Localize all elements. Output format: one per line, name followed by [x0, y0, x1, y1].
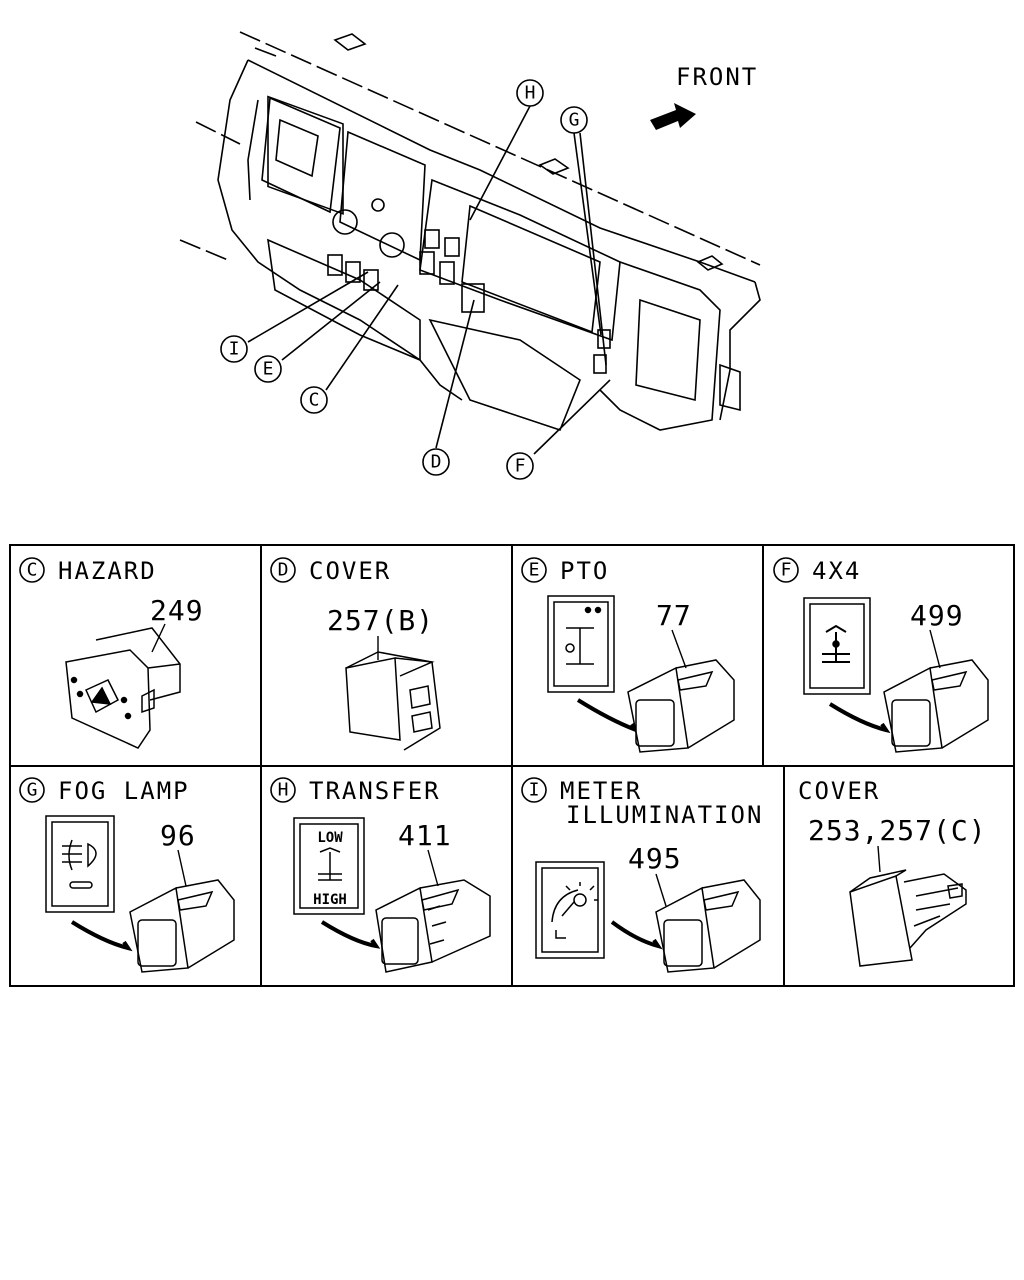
- transfer-low-label: LOW: [317, 830, 343, 846]
- panel-fog-lamp: G FOG LAMP 96: [19, 777, 235, 973]
- callout-c: C: [300, 386, 328, 414]
- four-wheel-drive-icon: [803, 597, 871, 695]
- part-number: 499: [910, 599, 964, 632]
- callout-g: G: [560, 106, 588, 134]
- front-arrow-icon: [650, 103, 696, 130]
- panel-title: COVER: [309, 557, 391, 585]
- panel-letter: G: [27, 780, 38, 801]
- part-number: 253,257(C): [808, 814, 987, 847]
- part-number: 249: [150, 594, 204, 627]
- fog-lamp-symbol-icon: [45, 815, 115, 913]
- callout-e: E: [254, 355, 282, 383]
- panel-title: PTO: [560, 557, 609, 585]
- panel-letter: H: [278, 780, 289, 801]
- panel-title: TRANSFER: [309, 777, 441, 805]
- panel-title: HAZARD: [58, 557, 157, 585]
- panel-pto: E PTO 77: [521, 557, 735, 753]
- panel-title-line2: ILLUMINATION: [566, 801, 763, 829]
- four-wheel-drive-switch-icon: [883, 659, 989, 753]
- part-number: 495: [628, 842, 682, 875]
- svg-text:G: G: [569, 110, 580, 131]
- part-number: 77: [656, 599, 692, 632]
- part-number: 96: [160, 819, 196, 852]
- parts-table: [9, 544, 1015, 987]
- meter-illumination-switch-icon: [655, 879, 761, 973]
- cover-plug-icon: [345, 651, 441, 751]
- panel-letter: I: [529, 780, 540, 801]
- svg-text:F: F: [515, 456, 526, 477]
- callouts: [247, 105, 611, 455]
- panel-letter: D: [278, 560, 289, 581]
- fog-lamp-switch-icon: [129, 879, 235, 973]
- transfer-high-label: HIGH: [313, 892, 347, 908]
- panel-transfer: H TRANSFER 411 LOW HIGH: [270, 777, 491, 973]
- svg-text:C: C: [309, 390, 320, 411]
- panel-letter: C: [27, 560, 38, 581]
- svg-text:I: I: [229, 339, 240, 360]
- cover-cap-icon: [849, 869, 967, 967]
- pto-symbol-icon: [547, 595, 615, 693]
- panel-title: 4X4: [812, 557, 861, 585]
- panel-title: COVER: [798, 777, 880, 805]
- part-number: 411: [398, 819, 452, 852]
- pto-switch-icon: [627, 659, 735, 753]
- front-indicator: FRONT: [650, 63, 758, 130]
- panel-hazard: C HAZARD 249: [19, 557, 204, 749]
- panel-title: FOG LAMP: [58, 777, 190, 805]
- panel-cover-d: D COVER 257(B): [270, 557, 441, 751]
- hazard-switch-icon: [65, 627, 181, 749]
- panel-meter-illumination: I METER ILLUMINATION 495: [521, 777, 763, 973]
- meter-illumination-symbol-icon: [535, 861, 605, 959]
- transfer-switch-icon: [375, 879, 491, 973]
- panel-title: METER: [560, 777, 642, 805]
- part-number: 257(B): [327, 604, 434, 637]
- panel-letter: F: [781, 560, 792, 581]
- dashboard-overview: [179, 31, 761, 431]
- callout-f: F: [506, 452, 534, 480]
- front-label: FRONT: [676, 63, 758, 91]
- callout-i: I: [220, 335, 248, 363]
- callout-d: D: [422, 448, 450, 476]
- svg-text:D: D: [431, 452, 442, 473]
- panel-letter: E: [529, 560, 540, 581]
- svg-text:H: H: [525, 83, 536, 104]
- svg-text:E: E: [263, 359, 274, 380]
- panel-4x4: F 4X4 499: [773, 557, 989, 753]
- panel-cover-c: COVER 253,257(C): [798, 777, 987, 967]
- transfer-symbol-icon: LOW HIGH: [293, 817, 365, 915]
- callout-h: H: [516, 79, 544, 107]
